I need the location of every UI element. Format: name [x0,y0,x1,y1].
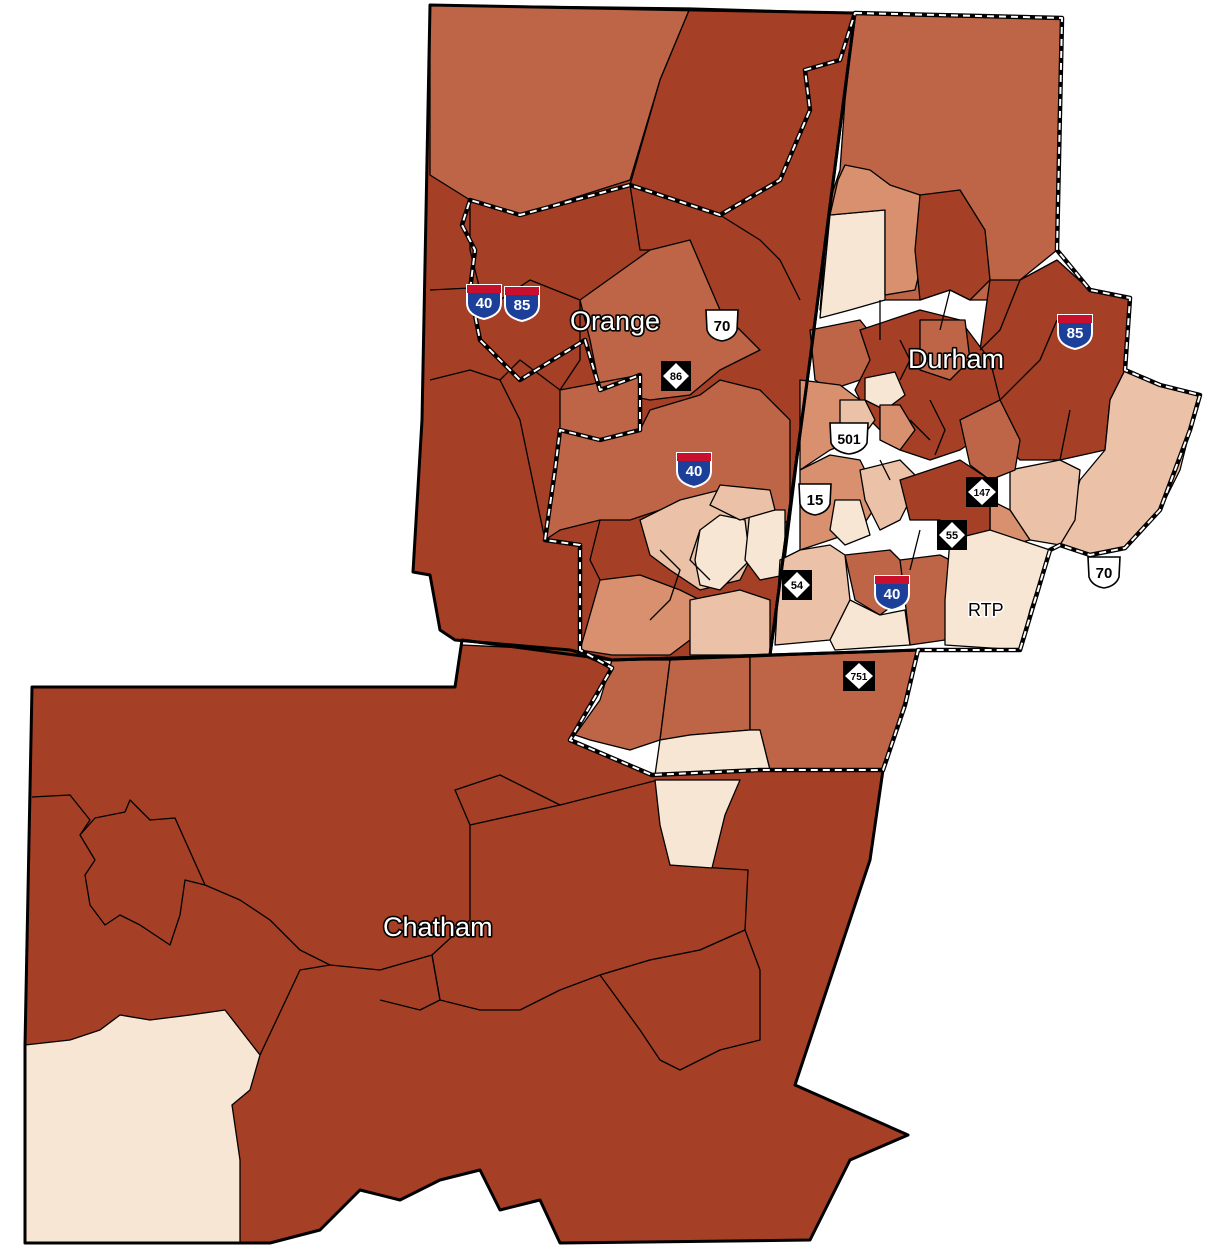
durham-city-south-2 [829,499,871,546]
svg-text:40: 40 [884,586,901,603]
chatham-county-border [23,638,920,1245]
chatham-west-inset [79,799,206,946]
durham-north-tract-1 [829,164,926,296]
strip-mid [659,656,751,741]
nc-shield-icon: 147 [966,477,998,507]
svg-text:751: 751 [851,672,868,683]
nc-shield-icon: 55 [937,520,967,550]
chatham-county-regions [24,644,909,1244]
interstate-shield-icon: 40 [874,575,910,612]
interstate-shield-icon: 40 [466,284,502,321]
interstate-shield-icon: 40 [676,452,712,489]
chatham-county-label: Chatham [383,912,493,942]
svg-text:85: 85 [1067,325,1084,342]
us-shield-icon: 15 [798,483,832,516]
chatham-southwest-light [24,1009,261,1244]
interstate-shield-icon: 85 [504,286,540,323]
rtp-label: RTP [968,600,1004,620]
nc-shield-icon: 54 [782,570,812,600]
south-strip-regions [574,649,919,776]
durham-city-south-3 [859,459,921,531]
svg-text:70: 70 [714,318,731,335]
durham-south-light [829,599,911,651]
durham-county-label: Durham [908,344,1004,374]
us-shield-icon: 70 [1087,556,1121,589]
orange-chapel-hill-4 [689,589,771,656]
svg-text:40: 40 [686,463,703,480]
map-labels: Orange Durham Chatham RTP [381,304,1005,943]
svg-text:85: 85 [514,297,531,314]
interstate-shield-icon: 85 [1057,314,1093,351]
us-shield-icon: 501 [829,422,869,455]
svg-text:501: 501 [837,431,861,447]
orange-chapel-hill-6 [709,484,776,521]
svg-text:86: 86 [670,371,682,383]
chatham-north-light-strip [654,779,741,869]
svg-text:54: 54 [791,580,804,592]
durham-city-central-2 [879,404,916,451]
durham-city-northcenter [919,319,971,381]
svg-text:15: 15 [807,492,824,509]
orange-chapel-hill-2 [694,514,751,591]
orange-county-regions [412,4,856,661]
route-shields: 40 85 70 86 85 501 [466,284,1121,691]
svg-text:70: 70 [1096,565,1113,582]
strip-east [749,649,919,771]
svg-text:55: 55 [946,530,958,542]
us-shield-icon: 70 [705,309,739,342]
orange-county-label: Orange [570,306,660,336]
nc-shield-icon: 751 [843,661,875,691]
chatham-southeast [599,929,761,1071]
orange-chapel-hill-5 [744,509,786,581]
svg-text:147: 147 [974,488,991,499]
durham-city-central-light [864,371,906,411]
mpo-boundary [459,10,1203,778]
svg-text:40: 40 [476,295,493,312]
durham-northwest-light [819,209,886,319]
nc-shield-icon: 86 [661,361,691,391]
durham-north-tract-2 [914,189,991,301]
